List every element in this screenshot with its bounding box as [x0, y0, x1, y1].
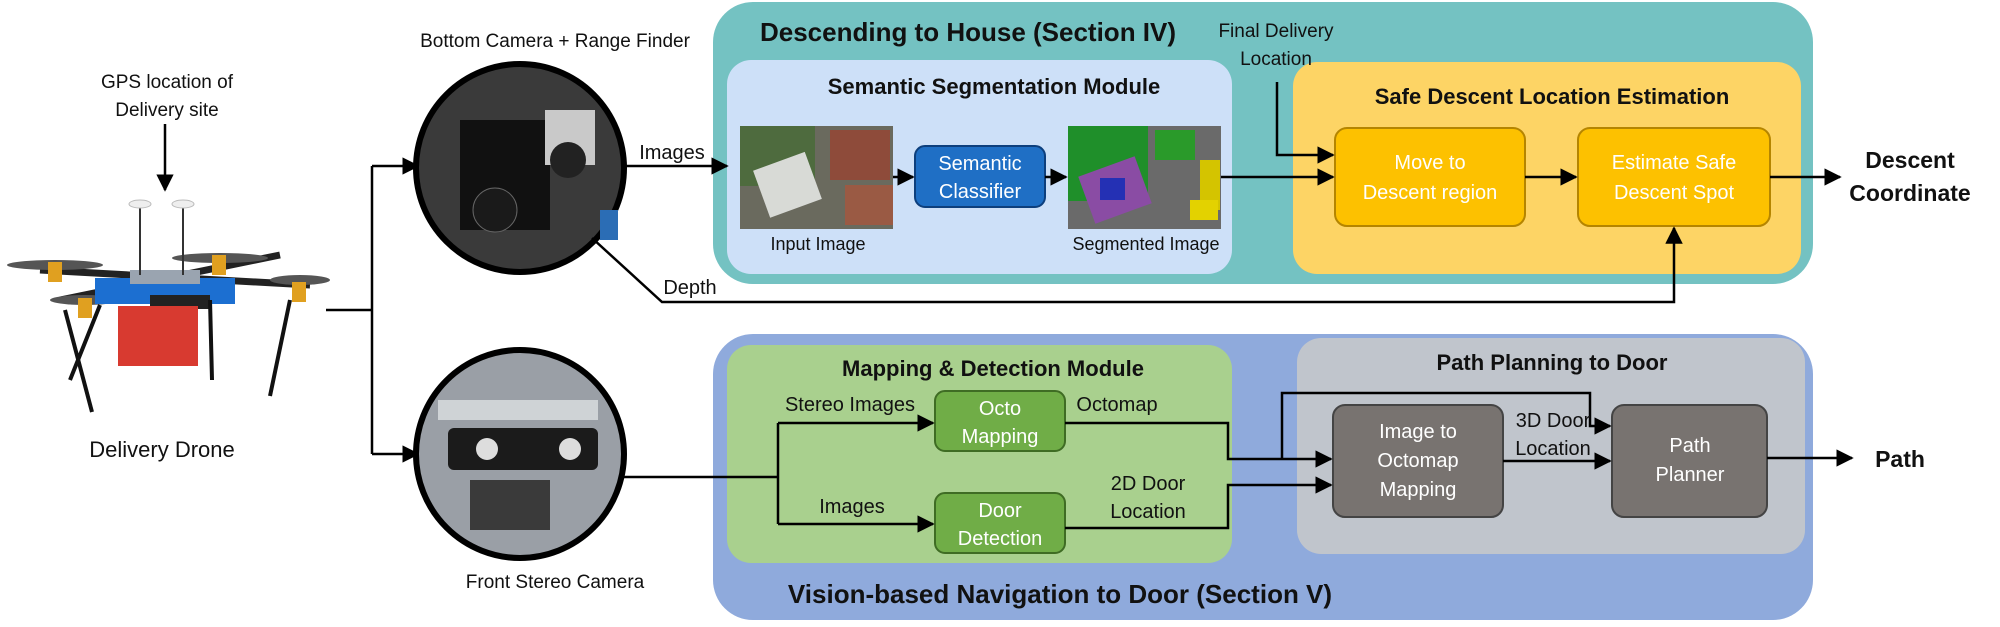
mapping-title: Mapping & Detection Module: [842, 356, 1144, 381]
door3d-line1: 3D Door: [1516, 410, 1591, 432]
planner-line2: Planner: [1656, 464, 1725, 486]
input-image-label: Input Image: [770, 234, 865, 254]
move-line1: Move to: [1394, 152, 1465, 174]
depth-edge-label: Depth: [663, 277, 716, 299]
planner-line1: Path: [1669, 435, 1710, 457]
octo-line2: Mapping: [962, 426, 1039, 448]
final-delivery-line2: Location: [1240, 49, 1312, 70]
images-label-v: Images: [819, 496, 885, 518]
path-output: Path: [1875, 446, 1925, 472]
octo-mapping-box: [934, 390, 1066, 452]
octo-line1: Octo: [979, 398, 1021, 420]
door-loc-line1: 2D Door: [1111, 473, 1186, 495]
door-detection-box: [934, 492, 1066, 554]
images-edge-label: Images: [639, 142, 705, 164]
segmentation-title: Semantic Segmentation Module: [828, 74, 1161, 99]
drone-connectors: [326, 157, 420, 463]
arrow-final-delivery: [1275, 82, 1335, 164]
door-loc-line2: Location: [1110, 501, 1186, 523]
classifier-line2: Classifier: [939, 181, 1022, 203]
final-delivery-line1: Final Delivery: [1218, 21, 1334, 42]
move-to-descent-box: [1334, 127, 1526, 227]
segmented-image-label: Segmented Image: [1072, 234, 1219, 254]
door-location-edge: [1065, 476, 1333, 530]
mapping-panel: [727, 345, 1232, 563]
descent-output-line2: Coordinate: [1849, 180, 1970, 206]
path-planner-box: [1611, 404, 1768, 518]
move-line2: Descent region: [1363, 182, 1498, 204]
gps-label-line2: Delivery site: [115, 100, 218, 121]
octomap-to-planner-edge: [1280, 391, 1612, 459]
bottom-camera-label: Bottom Camera + Range Finder: [420, 31, 690, 52]
bottom-camera-image: [413, 61, 627, 275]
door-line1: Door: [978, 500, 1022, 522]
estimate-line2: Descent Spot: [1614, 182, 1735, 204]
img-line2: Octomap: [1377, 450, 1458, 472]
octomap-edge: [1065, 421, 1333, 468]
front-camera-connectors: [622, 414, 935, 533]
img-line3: Mapping: [1380, 479, 1457, 501]
path-planning-title: Path Planning to Door: [1437, 350, 1668, 375]
safe-descent-title: Safe Descent Location Estimation: [1375, 84, 1730, 109]
stereo-images-label: Stereo Images: [785, 394, 915, 416]
depth-edge: [591, 226, 1683, 304]
drone-label: Delivery Drone: [89, 437, 235, 462]
estimate-safe-box: [1577, 127, 1771, 227]
front-camera-label: Front Stereo Camera: [466, 572, 645, 593]
classifier-line1: Semantic: [938, 153, 1021, 175]
door3d-line2: Location: [1515, 438, 1591, 460]
door-line2: Detection: [958, 528, 1043, 550]
input-image: [740, 126, 893, 229]
img-line1: Image to: [1379, 421, 1457, 443]
descent-output-line1: Descent: [1865, 147, 1955, 173]
delivery-drone-image: [7, 199, 330, 413]
section-v-title: Vision-based Navigation to Door (Section…: [788, 579, 1332, 609]
segmented-image: [1068, 126, 1221, 229]
gps-label-line1: GPS location of: [101, 72, 234, 93]
estimate-line1: Estimate Safe: [1612, 152, 1737, 174]
octomap-label: Octomap: [1076, 394, 1157, 416]
section-iv-title: Descending to House (Section IV): [760, 17, 1176, 47]
front-camera-image: [413, 347, 627, 561]
